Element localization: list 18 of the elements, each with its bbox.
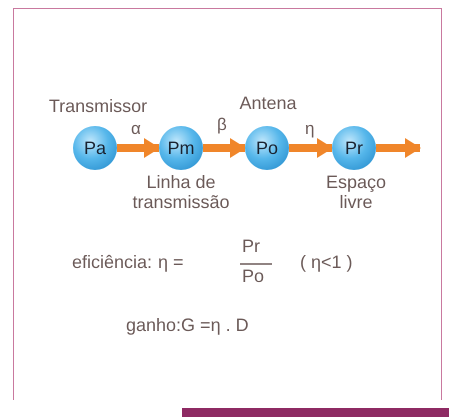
formula-text: eficiência: bbox=[72, 252, 152, 272]
arrow bbox=[203, 138, 246, 158]
node-caption: Antena bbox=[238, 93, 298, 113]
node-circle: Pr bbox=[332, 126, 376, 170]
formula-text: ganho:G =η . D bbox=[126, 315, 249, 335]
node-circle: Pa bbox=[73, 126, 117, 170]
node-caption: Transmissor bbox=[48, 96, 148, 116]
node-caption: Espaço livre bbox=[324, 172, 388, 212]
node-circle: Pm bbox=[159, 126, 203, 170]
formula-text: Pr bbox=[242, 236, 260, 256]
formula-text: η = bbox=[158, 252, 184, 272]
node-circle: Po bbox=[245, 126, 289, 170]
node-caption: Linha de transmissão bbox=[131, 172, 231, 212]
arrow bbox=[117, 138, 160, 158]
formula-text: ( η<1 ) bbox=[300, 252, 353, 272]
arrow bbox=[376, 138, 421, 158]
edge-label: β bbox=[216, 116, 228, 133]
formula-text: Po bbox=[242, 266, 264, 286]
